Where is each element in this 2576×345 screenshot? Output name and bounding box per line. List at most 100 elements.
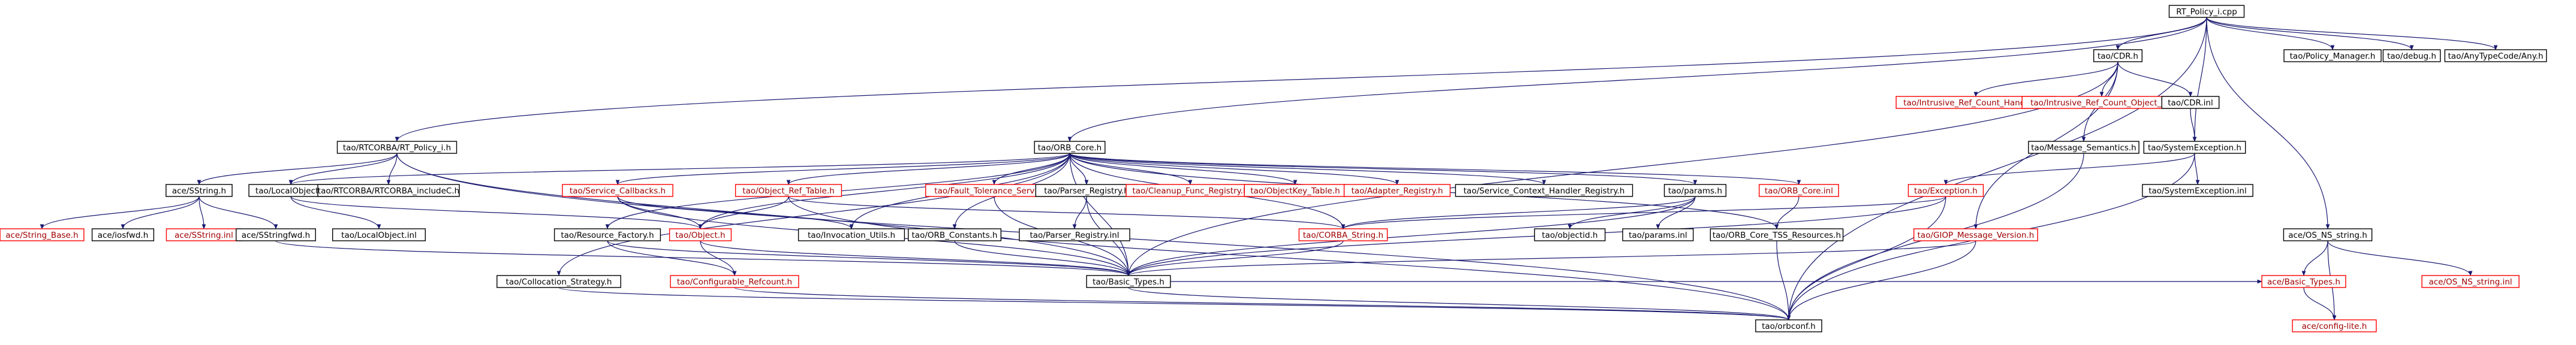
node-box xyxy=(2292,319,2377,332)
include-edge xyxy=(1072,196,1087,229)
node-box xyxy=(91,228,155,241)
node-box xyxy=(2421,275,2520,288)
include-edge xyxy=(2206,17,2330,229)
include-edge xyxy=(1774,196,1799,229)
node-label: ace/config-lite.h xyxy=(2302,322,2367,331)
file-node-tao-adapter-registry-h[interactable]: tao/Adapter_Registry.h xyxy=(1343,184,1451,197)
file-node-tao-rtcorba-rtcorba-includec-h[interactable]: tao/RTCORBA/RTCORBA_includeC.h xyxy=(317,184,460,197)
node-label: tao/Configurable_Refcount.h xyxy=(677,277,792,287)
node-box xyxy=(317,184,460,197)
node-box xyxy=(2142,184,2253,197)
file-node-tao-systemexception-h[interactable]: tao/SystemException.h xyxy=(2143,141,2246,154)
file-node-tao-debug-h[interactable]: tao/debug.h xyxy=(2382,49,2441,62)
file-node-tao-collocation-strategy-h[interactable]: tao/Collocation_Strategy.h xyxy=(496,275,621,288)
file-node-tao-cleanup-func-registry-h[interactable]: tao/Cleanup_Func_Registry.h xyxy=(1126,184,1255,197)
node-box xyxy=(2168,5,2245,18)
include-edge xyxy=(1069,153,1089,185)
node-label: tao/RTCORBA/RTCORBA_includeC.h xyxy=(318,186,459,196)
file-node-ace-sstringfwd-h[interactable]: ace/SStringfwd.h xyxy=(236,228,316,241)
file-node-rt-policy-i-cpp[interactable]: RT_Policy_i.cpp xyxy=(2168,5,2245,18)
node-label: ace/OS_NS_string.h xyxy=(2288,231,2367,240)
node-label: tao/ORB_Core.inl xyxy=(1765,186,1833,196)
node-label: tao/objectid.h xyxy=(1542,231,1597,240)
node-box xyxy=(236,228,316,241)
node-box xyxy=(1622,228,1694,241)
node-box xyxy=(1086,275,1171,288)
file-node-ace-string-base-h[interactable]: ace/String_Base.h xyxy=(0,228,85,241)
node-label: tao/params.h xyxy=(1668,186,1722,196)
file-node-tao-orb-constants-h[interactable]: tao/ORB_Constants.h xyxy=(907,228,1001,241)
file-node-tao-params-h[interactable]: tao/params.h xyxy=(1663,184,1727,197)
file-node-tao-giop-message-version-h[interactable]: tao/GIOP_Message_Version.h xyxy=(1913,228,2038,241)
include-edge xyxy=(1786,17,2207,320)
node-box xyxy=(735,184,842,197)
include-edge xyxy=(1128,287,1791,320)
include-edge xyxy=(700,240,737,276)
file-node-tao-service-callbacks-h[interactable]: tao/Service_Callbacks.h xyxy=(562,184,673,197)
include-edge xyxy=(1776,240,1791,320)
file-node-ace-os-ns-string-h[interactable]: ace/OS_NS_string.h xyxy=(2283,228,2373,241)
include-edge xyxy=(2117,61,2193,97)
file-node-ace-basic-types-h[interactable]: ace/Basic_Types.h xyxy=(2261,275,2346,288)
file-node-tao-systemexception-inl[interactable]: tao/SystemException.inl xyxy=(2142,184,2253,197)
include-edge xyxy=(1786,240,1976,320)
file-node-tao-object-ref-table-h[interactable]: tao/Object_Ref_Table.h xyxy=(735,184,842,197)
node-label: tao/Invocation_Utils.h xyxy=(808,231,895,240)
node-label: tao/Object.h xyxy=(675,231,725,240)
file-node-tao-configurable-refcount-h[interactable]: tao/Configurable_Refcount.h xyxy=(670,275,799,288)
node-label: ace/OS_NS_string.inl xyxy=(2428,277,2512,287)
file-node-tao-corba-string-h[interactable]: tao/CORBA_String.h xyxy=(1298,228,1388,241)
file-node-tao-fault-tolerance-service-h[interactable]: tao/Fault_Tolerance_Service.h xyxy=(925,184,1063,197)
file-node-ace-iosfwd-h[interactable]: ace/iosfwd.h xyxy=(91,228,155,241)
node-box xyxy=(2261,275,2346,288)
file-node-tao-cdr-inl[interactable]: tao/CDR.inl xyxy=(2161,96,2220,109)
file-node-tao-objectkey-table-h[interactable]: tao/ObjectKey_Table.h xyxy=(1244,184,1347,197)
include-edge xyxy=(734,287,1790,320)
file-node-tao-rtcorba-rt-policy-i-h[interactable]: tao/RTCORBA/RT_Policy_i.h xyxy=(336,141,458,154)
node-label: tao/Basic_Types.h xyxy=(1093,277,1164,287)
file-node-tao-localobject-inl[interactable]: tao/LocalObject.inl xyxy=(332,228,426,241)
file-node-ace-config-lite-h[interactable]: ace/config-lite.h xyxy=(2292,319,2377,332)
node-box xyxy=(1755,319,1822,332)
node-label: tao/Service_Context_Handler_Registry.h xyxy=(1464,186,1625,196)
file-node-tao-message-semantics-h[interactable]: tao/Message_Semantics.h xyxy=(2028,141,2139,154)
node-box xyxy=(2283,228,2373,241)
file-node-tao-params-inl[interactable]: tao/params.inl xyxy=(1622,228,1694,241)
file-node-tao-parser-registry-h[interactable]: tao/Parser_Registry.h xyxy=(1035,184,1138,197)
node-box xyxy=(496,275,621,288)
node-label: tao/CDR.h xyxy=(2097,52,2138,61)
file-node-tao-invocation-utils-h[interactable]: tao/Invocation_Utils.h xyxy=(798,228,905,241)
file-node-tao-localobject-h[interactable]: tao/LocalObject.h xyxy=(248,184,333,197)
file-node-tao-exception-h[interactable]: tao/Exception.h xyxy=(1907,184,1984,197)
file-node-ace-os-ns-string-inl[interactable]: ace/OS_NS_string.inl xyxy=(2421,275,2520,288)
file-node-ace-sstring-inl[interactable]: ace/SString.inl xyxy=(165,228,242,241)
file-node-tao-policy-manager-h[interactable]: tao/Policy_Manager.h xyxy=(2283,49,2382,62)
file-node-tao-anytypecode-any-h[interactable]: tao/AnyTypeCode/Any.h xyxy=(2444,49,2547,62)
include-edge xyxy=(198,196,278,229)
file-node-tao-resource-factory-h[interactable]: tao/Resource_Factory.h xyxy=(553,228,661,241)
file-node-tao-intrusive-ref-count-object-t-h[interactable]: tao/Intrusive_Ref_Count_Object_T.h xyxy=(2021,96,2182,109)
include-edge xyxy=(698,196,789,229)
node-box xyxy=(2382,49,2441,62)
node-box xyxy=(1913,228,2038,241)
file-node-tao-orb-core-h[interactable]: tao/ORB_Core.h xyxy=(1034,141,1106,154)
file-node-tao-orb-core-tss-resources-h[interactable]: tao/ORB_Core_TSS_Resources.h xyxy=(1710,228,1844,241)
node-label: tao/debug.h xyxy=(2387,52,2436,61)
file-node-tao-service-context-handler-registry-h[interactable]: tao/Service_Context_Handler_Registry.h xyxy=(1455,184,1633,197)
file-node-tao-objectid-h[interactable]: tao/objectid.h xyxy=(1534,228,1606,241)
node-label: ace/String_Base.h xyxy=(5,231,78,240)
file-node-tao-cdr-h[interactable]: tao/CDR.h xyxy=(2093,49,2142,62)
node-label: tao/params.inl xyxy=(1629,231,1687,240)
file-node-tao-orbconf-h[interactable]: tao/orbconf.h xyxy=(1755,319,1822,332)
node-label: tao/SystemException.h xyxy=(2148,143,2241,153)
node-box xyxy=(1759,184,1839,197)
file-node-tao-parser-registry-inl[interactable]: tao/Parser_Registry.inl xyxy=(1019,228,1130,241)
file-node-tao-object-h[interactable]: tao/Object.h xyxy=(669,228,732,241)
include-edge xyxy=(198,196,206,229)
file-node-tao-basic-types-h[interactable]: tao/Basic_Types.h xyxy=(1086,275,1171,288)
file-node-tao-orb-core-inl[interactable]: tao/ORB_Core.inl xyxy=(1759,184,1839,197)
node-label: tao/Message_Semantics.h xyxy=(2031,143,2136,153)
include-edge xyxy=(1656,196,1696,229)
node-box xyxy=(2283,49,2382,62)
file-node-ace-sstring-h[interactable]: ace/SString.h xyxy=(165,184,233,197)
